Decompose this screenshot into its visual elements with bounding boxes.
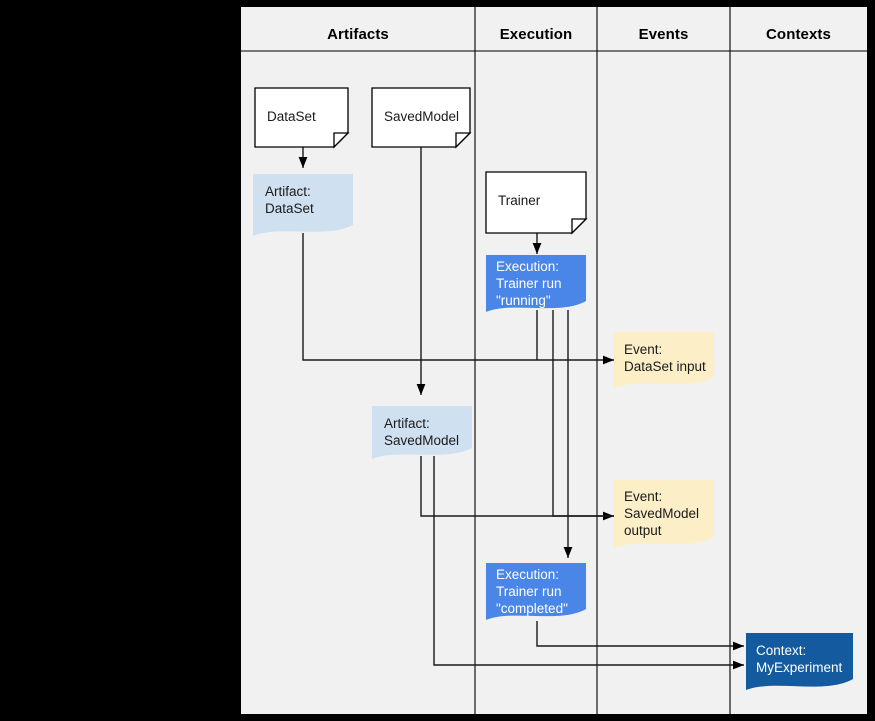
- node-shape-execution-running[interactable]: [486, 255, 586, 312]
- node-shape-execution-completed[interactable]: [486, 563, 586, 620]
- column-header-contexts: Contexts: [766, 26, 831, 43]
- edge-group: [298, 147, 744, 670]
- edge-artifact-savedmodel-to-event-savedmodel-output: [420, 456, 614, 517]
- edge-execution-completed-to-context: [536, 621, 744, 651]
- edge-artifact-savedmodel-to-context: [433, 456, 744, 670]
- column-header-execution: Execution: [499, 26, 573, 43]
- diagram-svg-layer: [241, 7, 867, 714]
- node-shape-context-myexperiment[interactable]: [746, 633, 853, 690]
- node-shape-doc-trainer[interactable]: [485, 171, 588, 235]
- edge-execution-running-to-event-savedmodel-output: [552, 310, 614, 521]
- node-shape-event-savedmodel-output[interactable]: [614, 480, 714, 548]
- node-shape-artifact-dataset[interactable]: [253, 174, 353, 236]
- column-header-artifacts: Artifacts: [327, 26, 389, 43]
- node-shape-event-dataset-input[interactable]: [614, 332, 714, 388]
- node-shape-doc-savedmodel[interactable]: [371, 87, 472, 149]
- node-shape-doc-dataset[interactable]: [254, 87, 350, 149]
- column-header-events: Events: [638, 26, 689, 43]
- edge-artifact-dataset-to-event-dataset-input: [302, 233, 614, 365]
- metadata-flow-diagram: Artifacts Execution Events Contexts Data…: [241, 7, 867, 714]
- node-shape-artifact-savedmodel[interactable]: [372, 406, 472, 459]
